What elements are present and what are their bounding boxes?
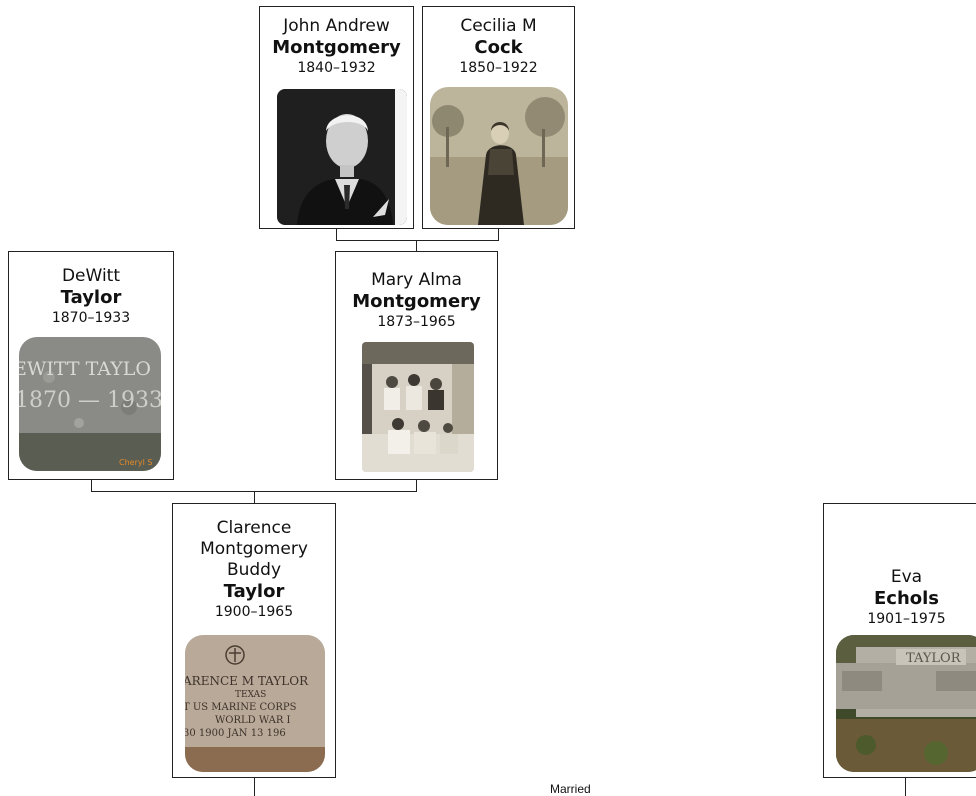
person-first-name: DeWitt — [61, 266, 121, 286]
person-years: 1840–1932 — [297, 60, 376, 76]
person-first-name: Eva — [890, 567, 923, 587]
person-first-name: Clarence — [216, 518, 292, 538]
person-card-john-montgomery[interactable]: John Andrew Montgomery 1840–1932 — [259, 6, 414, 229]
connector-line — [336, 240, 499, 241]
person-last-name: Echols — [873, 588, 940, 609]
photo-watermark: Cheryl S — [119, 458, 152, 467]
portrait-photo — [277, 89, 407, 225]
person-card-dewitt-taylor[interactable]: DeWitt Taylor 1870–1933 EWITT TAYLO 1870… — [8, 251, 174, 480]
person-years: 1900–1965 — [214, 604, 294, 620]
marriage-label: Married — [550, 782, 591, 796]
gravestone-inscription: TAYLOR — [906, 651, 962, 666]
person-last-name: Taylor — [60, 287, 122, 308]
portrait-photo — [430, 87, 568, 225]
gravestone-photo: EWITT TAYLO 1870 — 1933 Cheryl S — [19, 337, 161, 471]
gravestone-inscription: 30 1900 JAN 13 196 — [185, 728, 286, 739]
connector-line — [905, 777, 906, 796]
gravestone-inscription: ARENCE M TAYLOR — [185, 674, 309, 688]
gravestone-photo: TAYLOR — [836, 635, 976, 772]
connector-line — [336, 228, 337, 240]
person-card-clarence-taylor[interactable]: Clarence Montgomery Buddy Taylor 1900–19… — [172, 503, 336, 778]
person-last-name: Cock — [474, 37, 523, 58]
gravestone-inscription: EWITT TAYLO — [19, 358, 151, 380]
person-card-mary-montgomery[interactable]: Mary Alma Montgomery 1873–1965 — [335, 251, 498, 480]
person-years: 1870–1933 — [51, 310, 131, 326]
person-card-cecilia-cock[interactable]: Cecilia M Cock 1850–1922 — [422, 6, 575, 229]
connector-line — [416, 240, 417, 252]
person-card-eva-echols[interactable]: Eva Echols 1901–1975 TAYLOR — [823, 503, 976, 778]
person-years: 1873–1965 — [377, 314, 456, 330]
person-first-name: John Andrew — [283, 16, 390, 36]
family-photo — [362, 342, 474, 472]
connector-line — [254, 491, 255, 503]
gravestone-inscription: WORLD WAR I — [215, 715, 291, 726]
person-last-name: Montgomery — [272, 37, 401, 58]
person-years: 1850–1922 — [459, 60, 538, 76]
connector-line — [91, 479, 92, 491]
person-first-name: Montgomery — [200, 539, 308, 559]
person-first-name: Cecilia M — [460, 16, 537, 36]
gravestone-photo: ARENCE M TAYLOR TEXAS T US MARINE CORPS … — [185, 635, 325, 772]
person-years: 1901–1975 — [867, 611, 946, 627]
person-last-name: Montgomery — [352, 291, 481, 312]
gravestone-inscription: T US MARINE CORPS — [185, 702, 297, 713]
person-first-name: Buddy — [226, 560, 282, 580]
connector-line — [498, 228, 499, 240]
gravestone-inscription: 1870 — 1933 — [19, 388, 161, 413]
person-first-name: Mary Alma — [371, 270, 462, 290]
person-last-name: Taylor — [223, 581, 285, 602]
connector-line — [416, 479, 417, 491]
gravestone-inscription: TEXAS — [235, 690, 266, 700]
connector-line — [254, 777, 255, 796]
